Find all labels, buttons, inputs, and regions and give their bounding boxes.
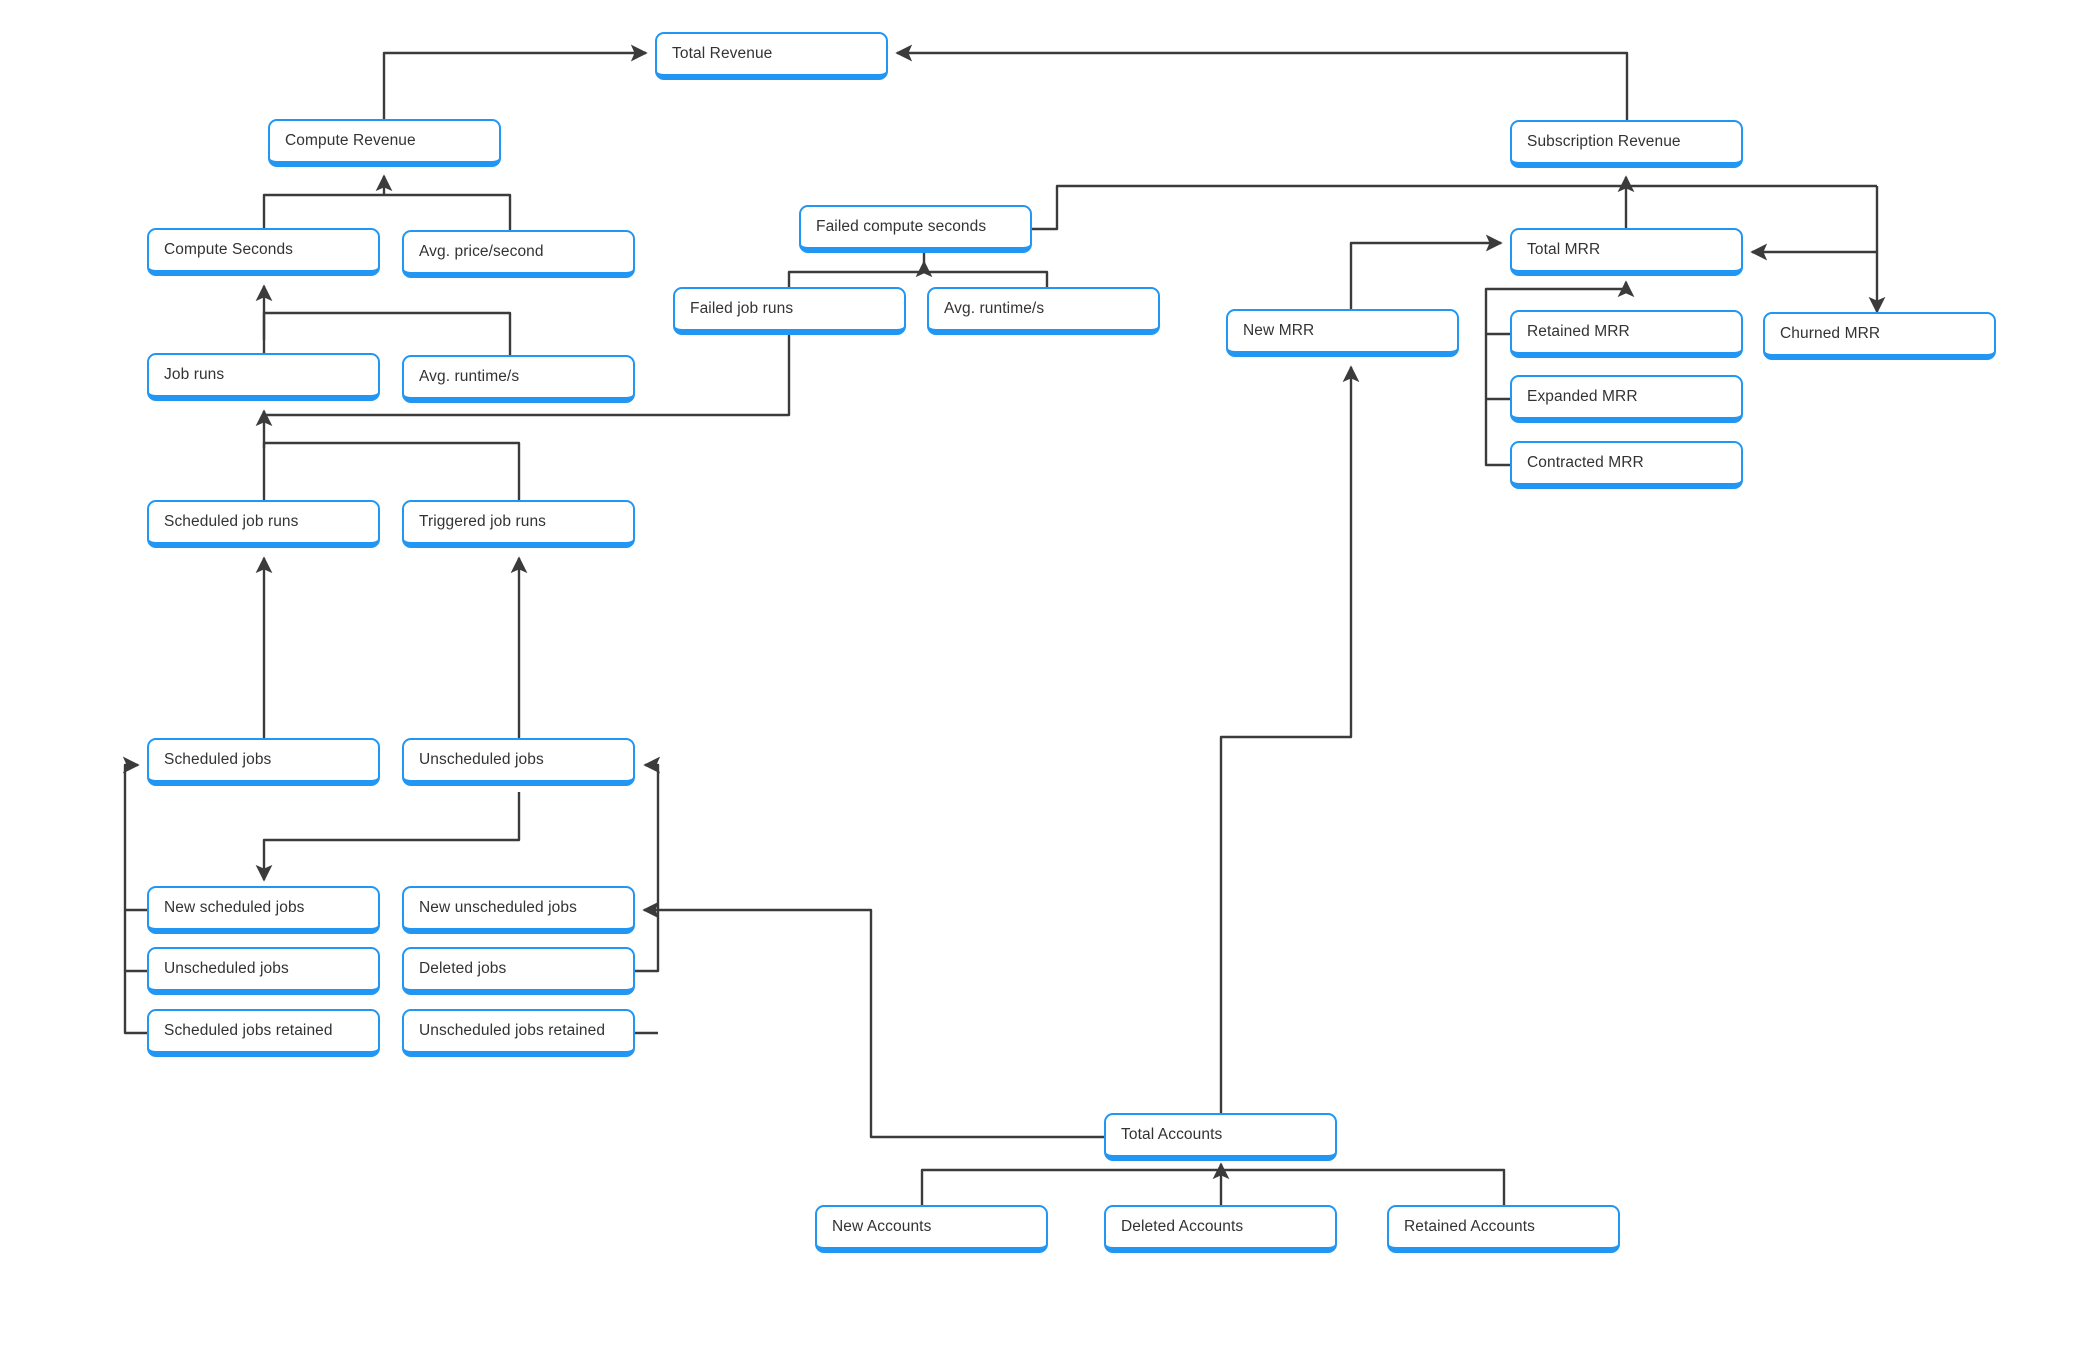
node-label: Retained Accounts [1404,1218,1535,1236]
node-unscheduled-jobs-bottom[interactable]: Unscheduled jobs [147,947,380,995]
node-failed-job-runs[interactable]: Failed job runs [673,287,906,335]
edge-scheduled-jobs-components-bus [122,756,147,912]
node-new-unscheduled-jobs[interactable]: New unscheduled jobs [402,886,635,934]
edge-compute-revenue-to-total-revenue [382,44,648,119]
node-avg-runtime-s-2[interactable]: Avg. runtime/s [927,287,1160,335]
node-unscheduled-jobs-top[interactable]: Unscheduled jobs [402,738,635,786]
edge-failed-compute-children-bus [787,270,1049,287]
node-contracted-mrr[interactable]: Contracted MRR [1510,441,1743,489]
node-label: Total Revenue [672,45,773,63]
node-total-mrr[interactable]: Total MRR [1510,228,1743,276]
node-unscheduled-jobs-retained[interactable]: Unscheduled jobs retained [402,1009,635,1057]
node-new-accounts[interactable]: New Accounts [815,1205,1048,1253]
node-label: New MRR [1243,322,1315,340]
node-triggered-job-runs[interactable]: Triggered job runs [402,500,635,548]
edge-compute-seconds-children-bus [262,311,512,355]
node-label: Compute Revenue [285,132,416,150]
node-label: Scheduled jobs retained [164,1022,333,1040]
node-label: Avg. runtime/s [419,368,520,386]
node-label: Churned MRR [1780,325,1881,343]
edge-subscription-revenue-to-total-revenue [895,44,1629,120]
node-label: Triggered job runs [419,513,547,531]
node-label: Scheduled job runs [164,513,299,531]
node-job-runs[interactable]: Job runs [147,353,380,401]
node-label: Scheduled jobs [164,751,272,769]
node-label: Unscheduled jobs retained [419,1022,606,1040]
node-scheduled-job-runs[interactable]: Scheduled job runs [147,500,380,548]
node-label: Total Accounts [1121,1126,1223,1144]
edge-mrr-contracted-stub [1484,334,1510,467]
edge-unscheduled-jobs-components-bus [635,756,661,973]
node-subscription-revenue[interactable]: Subscription Revenue [1510,120,1743,168]
node-retained-mrr[interactable]: Retained MRR [1510,310,1743,358]
node-label: New Accounts [832,1218,932,1236]
node-label: Avg. runtime/s [944,300,1045,318]
node-failed-compute-seconds[interactable]: Failed compute seconds [799,205,1032,253]
node-compute-seconds[interactable]: Compute Seconds [147,228,380,276]
node-churned-mrr[interactable]: Churned MRR [1763,312,1996,360]
node-label: Job runs [164,366,225,384]
node-label: Total MRR [1527,241,1601,259]
node-new-scheduled-jobs[interactable]: New scheduled jobs [147,886,380,934]
edge-scheduled-jobs-retained-stub [123,910,147,1035]
edge-failed-compute-to-right-bus [1032,184,1877,231]
node-new-mrr[interactable]: New MRR [1226,309,1459,357]
node-scheduled-jobs-retained[interactable]: Scheduled jobs retained [147,1009,380,1057]
node-label: New unscheduled jobs [419,899,577,917]
node-label: Avg. price/second [419,243,544,261]
edge-right-bus-down-to-total-mrr [1750,186,1879,261]
edge-mrr-components-bus [1484,287,1626,336]
node-expanded-mrr[interactable]: Expanded MRR [1510,375,1743,423]
edge-new-mrr-to-total-mrr [1349,234,1503,309]
node-total-accounts[interactable]: Total Accounts [1104,1113,1337,1161]
node-label: Unscheduled jobs [419,751,544,769]
node-scheduled-jobs[interactable]: Scheduled jobs [147,738,380,786]
node-deleted-accounts[interactable]: Deleted Accounts [1104,1205,1337,1253]
node-label: Retained MRR [1527,323,1630,341]
node-total-revenue[interactable]: Total Revenue [655,32,888,80]
node-label: Compute Seconds [164,241,294,259]
node-label: Unscheduled jobs [164,960,289,978]
node-compute-revenue[interactable]: Compute Revenue [268,119,501,167]
node-label: Deleted Accounts [1121,1218,1244,1236]
node-label: Subscription Revenue [1527,133,1681,151]
node-label: Failed compute seconds [816,218,987,236]
edge-job-runs-children-bus [262,441,521,500]
edge-total-accounts-to-new-mrr [1219,365,1360,1113]
node-label: New scheduled jobs [164,899,305,917]
edge-compute-children-bus [262,193,512,230]
node-retained-accounts[interactable]: Retained Accounts [1387,1205,1620,1253]
node-avg-price-second[interactable]: Avg. price/second [402,230,635,278]
node-label: Deleted jobs [419,960,507,978]
node-deleted-jobs[interactable]: Deleted jobs [402,947,635,995]
edge-unscheduled-jobs-to-new-scheduled-jobs [255,792,521,882]
node-label: Failed job runs [690,300,794,318]
edge-accounts-components-bus [920,1168,1506,1205]
node-label: Contracted MRR [1527,454,1644,472]
node-label: Expanded MRR [1527,388,1638,406]
edge-total-accounts-to-new-unscheduled-jobs [642,901,1104,1139]
node-avg-runtime-s-1[interactable]: Avg. runtime/s [402,355,635,403]
